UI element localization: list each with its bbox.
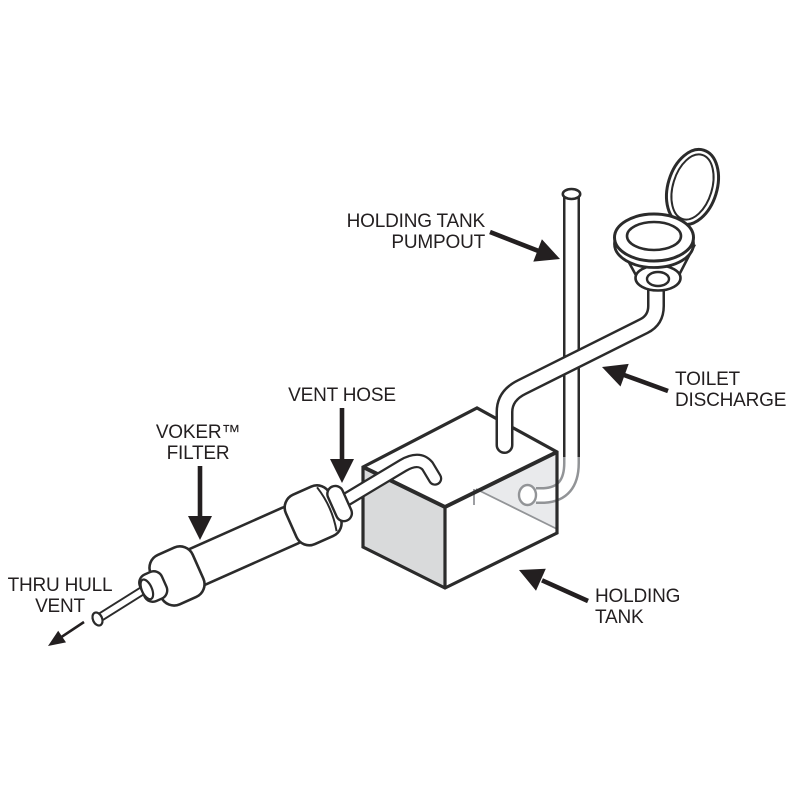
thru-hull-pipe-end bbox=[91, 611, 104, 627]
toilet-illustration bbox=[613, 147, 720, 292]
label-line: TANK bbox=[595, 607, 644, 628]
vent-hose-pipe bbox=[330, 453, 443, 512]
callout-arrows bbox=[48, 229, 669, 646]
voker-filter-canister bbox=[138, 484, 354, 607]
label-line: FILTER bbox=[166, 443, 230, 464]
label-line: VENT bbox=[35, 596, 85, 617]
filter-cap-seam bbox=[316, 486, 338, 532]
filter-nipple-end bbox=[139, 578, 155, 601]
pumpout-tank-inlet-stub bbox=[517, 483, 538, 507]
pumpout-arrow bbox=[489, 229, 560, 262]
label-holding-tank-pumpout: HOLDING TANK PUMPOUT bbox=[285, 211, 486, 253]
label-holding-tank: HOLDING TANK bbox=[595, 586, 680, 628]
pumpout-pipe-hidden-section bbox=[517, 449, 580, 507]
pumpout-pipe-top-cap bbox=[561, 187, 582, 201]
toilet-outlet bbox=[645, 270, 671, 288]
tank-interior-edge bbox=[475, 488, 558, 530]
label-line: VENT HOSE bbox=[288, 385, 396, 406]
label-toilet-discharge: TOILET DISCHARGE bbox=[675, 369, 786, 411]
label-line: VOKER™ bbox=[155, 422, 241, 443]
discharge-pipe bbox=[495, 273, 665, 454]
label-thru-hull-vent: THRU HULL VENT bbox=[0, 575, 120, 617]
voker-filter-arrow bbox=[188, 466, 212, 540]
vent-hose-arrow bbox=[330, 408, 354, 483]
label-line: TOILET bbox=[675, 369, 740, 390]
pumpout-pipe bbox=[561, 187, 582, 457]
holding-tank-arrow bbox=[519, 568, 589, 604]
tank-interior-shading bbox=[445, 452, 557, 529]
toilet-rim-inner bbox=[625, 220, 683, 252]
filter-hose-ring bbox=[326, 484, 354, 523]
label-line: PUMPOUT bbox=[391, 232, 485, 253]
label-line: DISCHARGE bbox=[675, 390, 787, 411]
label-line: THRU HULL bbox=[7, 575, 113, 596]
label-line: HOLDING bbox=[595, 586, 681, 607]
toilet-discharge-arrow bbox=[602, 363, 669, 394]
label-vent-hose: VENT HOSE bbox=[270, 385, 414, 406]
thru-hull-vent-arrow bbox=[48, 620, 85, 646]
label-line: HOLDING TANK bbox=[346, 211, 486, 232]
label-voker-filter: VOKER™ FILTER bbox=[128, 422, 268, 464]
